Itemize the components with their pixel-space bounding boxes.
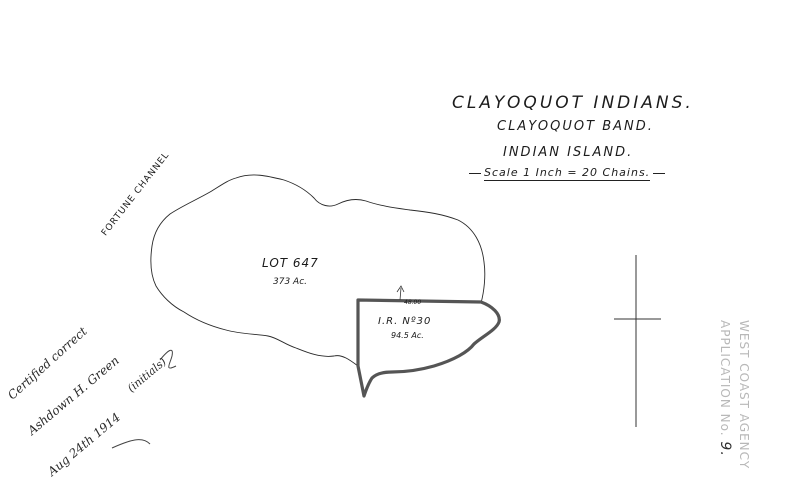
lot-area: 373 Ac. <box>273 277 308 287</box>
scale-text: Scale 1 Inch = 20 Chains. <box>484 166 651 181</box>
reserve-boundary <box>356 298 501 398</box>
agency-stamp: WEST COAST AGENCY APPLICATION No. 9. <box>715 320 753 469</box>
chain-mark-arrow <box>396 285 405 301</box>
lot-label: LOT 647 <box>262 256 319 270</box>
map-title: CLAYOQUOT INDIANS. <box>452 93 694 113</box>
island-subtitle: INDIAN ISLAND. <box>503 145 634 160</box>
scale-note: Scale 1 Inch = 20 Chains. <box>466 166 668 181</box>
chain-measure: 48.00 <box>404 299 422 306</box>
agency-name: WEST COAST AGENCY <box>737 320 751 470</box>
reserve-area: 94.5 Ac. <box>391 331 424 340</box>
application-label: APPLICATION No. <box>718 320 732 437</box>
band-subtitle: CLAYOQUOT BAND. <box>497 119 654 134</box>
application-number: 9. <box>717 441 733 457</box>
reserve-label: I.R. Nº30 <box>378 316 432 327</box>
signature-flourish <box>111 349 177 449</box>
